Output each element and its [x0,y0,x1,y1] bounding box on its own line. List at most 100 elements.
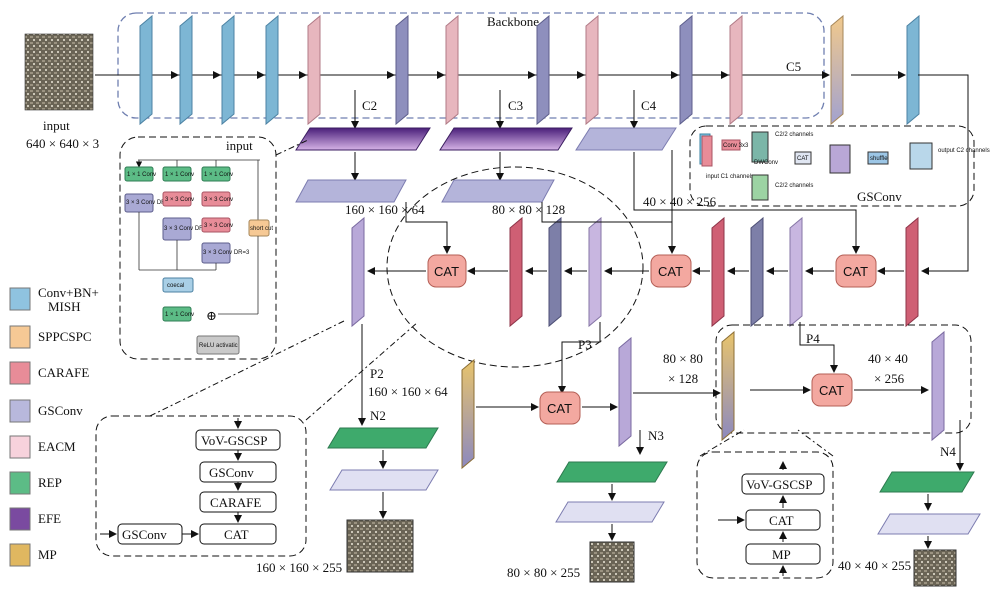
gsconv-inset-content: input C1 channels Conv 3x3 C2/2 channels… [699,131,990,201]
n2-label: N2 [370,408,386,423]
head-n3 [555,461,668,583]
gsconv-dark-1 [548,216,562,328]
gsconv-layer [395,14,409,126]
p4-inset-box [715,324,972,434]
backbone-box [117,12,825,119]
vov1-vov: VoV-GSCSP [201,433,268,448]
efe-inset-connector [275,139,309,156]
efe-b2-conv1: 1 × 1 Conv [165,172,194,178]
gs-c2b: C2/2 channels [775,183,813,189]
vov1-gsconv: GSConv [209,465,254,480]
mp-layer-1 [461,358,475,470]
efe-b2-conv3dr: 3 × 3 Conv DR=2 [164,226,211,232]
efe-relu: ReLU activatic [199,343,238,349]
eacm-layer [445,14,459,126]
gsconv-n4-layer [931,330,945,442]
conv-layer [139,14,153,126]
legend-label: SPPCSPC [38,329,92,344]
input-size: 640 × 640 × 3 [26,136,99,151]
efe-slab-c3 [439,127,573,151]
legend-swatch [9,543,31,567]
legend-swatch [9,361,31,385]
gsconv-dark-2 [750,216,764,328]
c3-label: C3 [508,98,523,113]
dim-80-128: 80 × 80 × 128 [492,202,565,217]
gsconv-p2-layer [351,216,365,328]
legend-label: CARAFE [38,365,89,380]
eacm-layer-n1 [588,216,602,328]
efe-b2-conv3: 3 × 3 Conv [165,197,194,203]
gsconv-slab-c3b [441,179,555,203]
legend-label: EFE [38,511,61,526]
eacm-layer [729,14,743,126]
svg-text:CAT: CAT [819,383,844,398]
eacm-layer-n2 [789,216,803,328]
p4-dim-a: 40 × 40 [868,351,908,366]
cat-node-2 [650,254,692,288]
carafe-layer-2 [711,216,725,328]
svg-text:CAT: CAT [843,264,868,279]
backbone-label: Backbone [487,14,539,29]
p2-label: P2 [370,366,384,381]
legend: Conv+BN+MISHSPPCSPCCARAFEGSConvEACMREPEF… [9,285,99,567]
efe-inset-box [119,136,277,360]
efe-slab-c2 [295,127,431,151]
efe-b3-conv3b: 3 × 3 Conv [204,223,233,229]
cat-node-4 [539,391,581,425]
efe-plus: ⊕ [206,308,217,323]
efe-inset-title: input [226,138,253,153]
neck-arrows [367,74,969,275]
gsconv-inset-box [689,125,975,207]
gsconv-slab-c4 [575,127,677,151]
efe-b3-conv3a: 3 × 3 Conv [204,197,233,203]
vov2-mp: MP [772,547,791,562]
legend-swatch [9,435,31,459]
cat-node-3 [835,254,877,288]
efe-b3-conv1: 1 × 1 Conv [204,172,233,178]
vov1-cat: CAT [224,527,249,542]
p4-dim-b: × 256 [874,371,905,386]
carafe-layer-3 [905,216,919,328]
efe-b3-conv3dr: 3 × 3 Conv DR=3 [203,250,250,256]
backbone-layers [139,14,920,126]
gsconv-layer [536,14,550,126]
legend-swatch [9,399,31,423]
p2-dim: 160 × 160 × 64 [368,384,448,399]
eacm-layer [585,14,599,126]
gs-output: output C2 channels [938,148,990,154]
conv-layer [265,14,279,126]
legend-swatch [9,287,31,311]
gsconv-n3-layer [618,336,632,448]
mp-layer-2 [721,330,735,442]
sppcspc-layer [830,14,844,126]
p3-dim-b: × 128 [668,371,698,386]
legend-label: REP [38,475,62,490]
vov2-cat: CAT [769,513,794,528]
output-image-160 [346,519,414,573]
cat-node-5 [811,373,853,407]
efe-b1-conv3: 3 × 3 Conv DR=1 [126,200,173,206]
dim-160-64: 160 × 160 × 64 [345,202,425,217]
conv-layer [179,14,193,126]
n3-label: N3 [648,428,664,443]
input-image [24,33,94,111]
vov-inset-1 [95,415,307,557]
legend-label: MP [38,547,57,562]
head-n4 [877,471,981,587]
efe-short: short cut [250,226,273,232]
dim-40-256: 40 × 40 × 256 [643,194,717,209]
vov-inset-1-content: VoV-GSCSP GSConv CARAFE CAT GSConv [100,418,281,545]
vov1-left: GSConv [122,527,167,542]
neck-ellipse [386,166,644,368]
gs-shuffle: shuffle [870,156,888,162]
input-label: input [43,118,70,133]
svg-text:CAT: CAT [434,264,459,279]
conv-layer [221,14,235,126]
gs-cat: CAT [797,156,809,162]
svg-text:CAT: CAT [658,264,683,279]
gs-c2a: C2/2 channels [775,132,813,138]
c2-label: C2 [362,98,377,113]
legend-label: Conv+BN+MISH [38,285,99,314]
efe-concat: coecal [167,283,184,289]
